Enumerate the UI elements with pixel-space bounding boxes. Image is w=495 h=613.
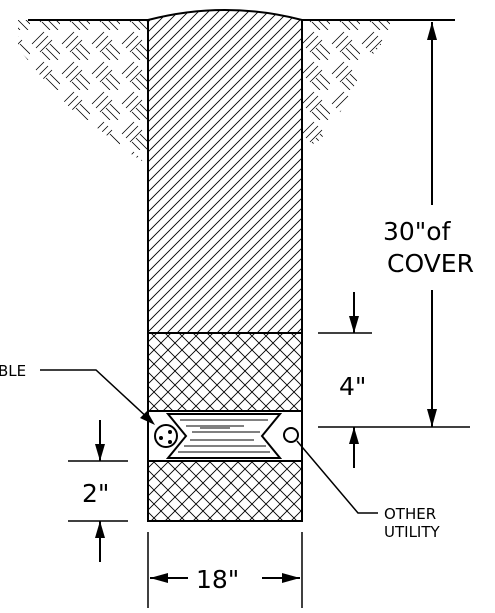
lower-layer-label: 2" (82, 479, 109, 508)
trench-width-label: 18" (196, 565, 239, 594)
cable-label: BLE (0, 362, 26, 380)
other-utility-circle (283, 427, 299, 443)
soil-hatch-left (18, 20, 148, 165)
upper-bedding-layer (147, 332, 303, 412)
upper-layer-dimension (318, 292, 372, 468)
other-utility-label-line2: UTILITY (384, 523, 441, 541)
backfill-layer (147, 9, 303, 334)
conduit-body (165, 413, 283, 459)
other-utility-leader (296, 440, 378, 514)
cover-dimension (318, 22, 470, 428)
trench-width-dimension (147, 532, 303, 608)
lower-bedding-layer (147, 460, 303, 522)
cover-label-line1: 30"of (383, 217, 452, 246)
cable-circle (154, 424, 178, 448)
cover-label-line2: COVER (387, 249, 474, 278)
upper-layer-label: 4" (339, 372, 366, 401)
conduit-bundle (154, 413, 299, 459)
soil-hatch-right (302, 20, 400, 150)
lower-layer-dimension (68, 420, 128, 562)
other-utility-label-line1: OTHER (384, 505, 436, 523)
cable-leader (40, 369, 155, 425)
